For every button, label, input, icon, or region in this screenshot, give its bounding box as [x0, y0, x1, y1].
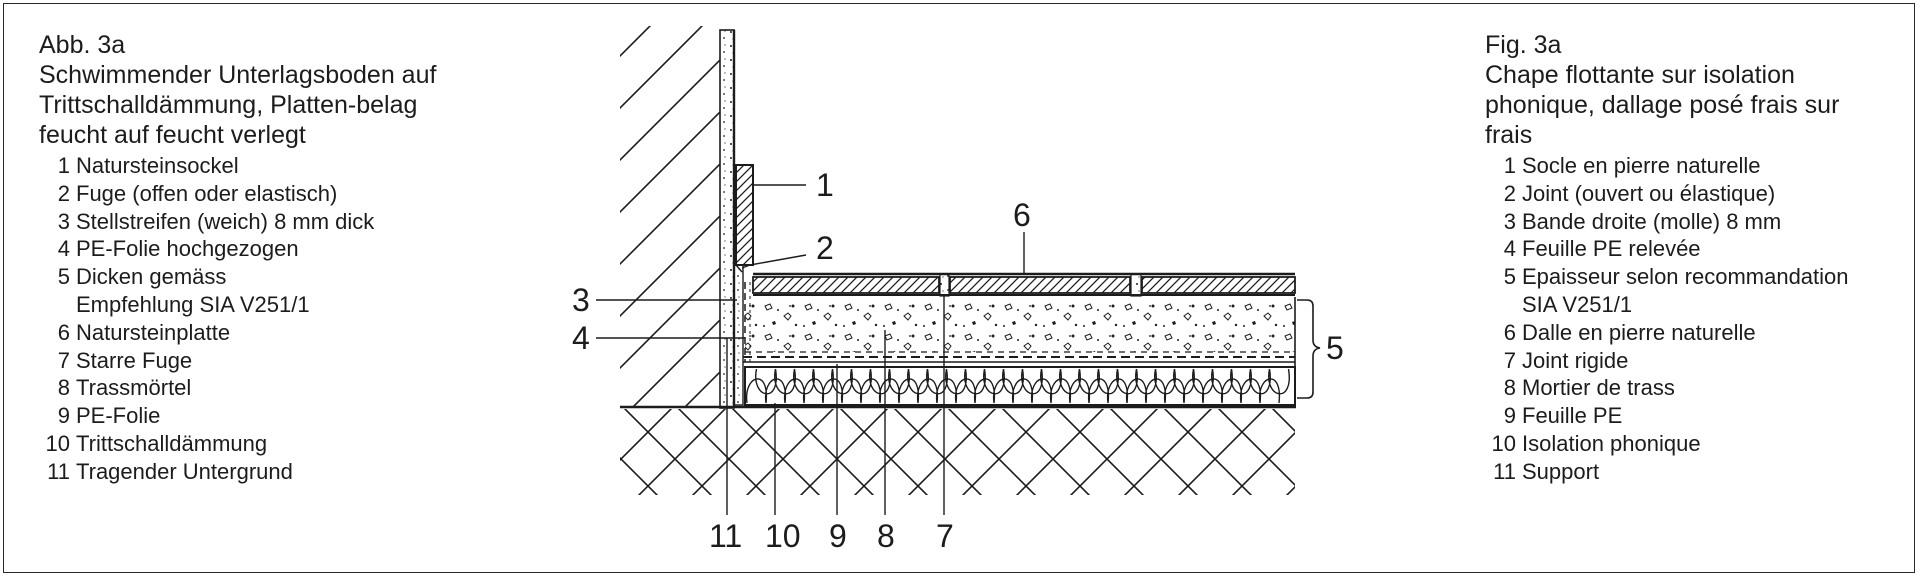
legend-number: 7	[57, 347, 70, 373]
legend-label: Socle en pierre naturelle	[1522, 153, 1761, 178]
legend-label: Mortier de trass	[1522, 375, 1675, 401]
wall-hatching	[620, 26, 720, 406]
legend-label: Feuille PE relevée	[1522, 236, 1701, 262]
callout-2: 2	[816, 230, 834, 266]
legend-number: 5	[1503, 264, 1516, 290]
legend-number: 9	[57, 403, 70, 429]
trass-mortar	[745, 297, 1295, 352]
figure-label: Abb. 3a	[39, 31, 126, 59]
legend-label: Dalle en pierre naturelle	[1522, 319, 1756, 345]
caption-german: Abb. 3a Schwimmender Unterlagsboden auf …	[39, 30, 479, 486]
figure-frame	[3, 3, 1915, 573]
callout-5: 5	[1326, 330, 1344, 366]
caption-french: Fig. 3a Chape flottante sur isolation ph…	[1485, 30, 1920, 486]
legend-label: Stellstreifen (weich) 8 mm dick	[76, 208, 375, 234]
legend-number: 4	[57, 236, 70, 262]
rigid-joint	[1130, 273, 1142, 297]
callout-3: 3	[572, 282, 590, 318]
legend-label: Natursteinsockel	[76, 153, 239, 178]
legend-number: 4	[1503, 236, 1516, 262]
edge-strip	[733, 264, 744, 406]
callout-7: 7	[936, 518, 954, 554]
legend-number: 10	[45, 430, 70, 456]
thickness-brace	[1297, 299, 1321, 399]
callout-6: 6	[1013, 197, 1031, 233]
legend-label: Isolation phonique	[1522, 430, 1701, 456]
legend-number: 7	[1503, 347, 1516, 373]
legend-label: Feuille PE	[1522, 403, 1623, 429]
legend-number: 9	[1503, 403, 1516, 429]
legend-number: 1	[57, 153, 70, 178]
callout-9: 9	[829, 518, 847, 554]
figure-label: Fig. 3a	[1485, 31, 1562, 59]
legend-label: Epaisseur selon recommandation SIA V251/…	[1522, 264, 1849, 317]
legend-label: Starre Fuge	[76, 347, 193, 373]
legend-label: Bande droite (molle) 8 mm	[1522, 208, 1782, 234]
legend-number: 1	[1503, 153, 1516, 178]
legend-number: 3	[1503, 208, 1516, 234]
legend-number: 6	[57, 319, 70, 345]
legend-label: Natursteinplatte	[76, 319, 231, 345]
legend-number: 8	[1503, 375, 1516, 401]
figure-title: Schwimmender Unterlagsboden auf Trittsch…	[39, 61, 437, 149]
legend-label: Dicken gemäss Empfehlung SIA V251/1	[76, 264, 310, 317]
impact-sound-insulation	[744, 366, 1296, 406]
legend-number: 2	[1503, 180, 1516, 206]
callout-8: 8	[877, 518, 895, 554]
legend-label: Tragender Untergrund	[76, 458, 293, 484]
legend-number: 3	[57, 208, 70, 234]
leader-lines	[596, 184, 1025, 515]
load-bearing-substrate	[620, 409, 1295, 495]
callout-4: 4	[572, 320, 590, 356]
legend-number: 11	[47, 458, 70, 484]
legend-label: Support	[1522, 458, 1600, 484]
legend-label: PE-Folie	[76, 403, 161, 429]
callout-1: 1	[816, 167, 834, 203]
natural-stone-skirting	[735, 164, 754, 266]
legend-number: 10	[1491, 430, 1516, 456]
legend-label: Trassmörtel	[76, 375, 192, 401]
callout-11: 11	[709, 518, 742, 554]
rigid-joint	[939, 273, 950, 297]
legend-label: Joint rigide	[1522, 347, 1629, 373]
legend-number: 6	[1503, 319, 1516, 345]
figure-title: Chape flottante sur isolation phonique, …	[1485, 61, 1840, 149]
legend-number: 2	[57, 180, 70, 206]
callout-10: 10	[765, 518, 801, 554]
legend-label: Trittschalldämmung	[76, 430, 268, 456]
legend-number: 5	[57, 264, 70, 290]
legend-label: Fuge (offen oder elastisch)	[76, 180, 338, 206]
legend-label: Joint (ouvert ou élastique)	[1522, 180, 1776, 206]
natural-stone-tiles	[752, 272, 1296, 296]
legend-number: 11	[1493, 458, 1516, 484]
legend-label: PE-Folie hochgezogen	[76, 236, 299, 262]
legend-number: 8	[57, 375, 70, 401]
